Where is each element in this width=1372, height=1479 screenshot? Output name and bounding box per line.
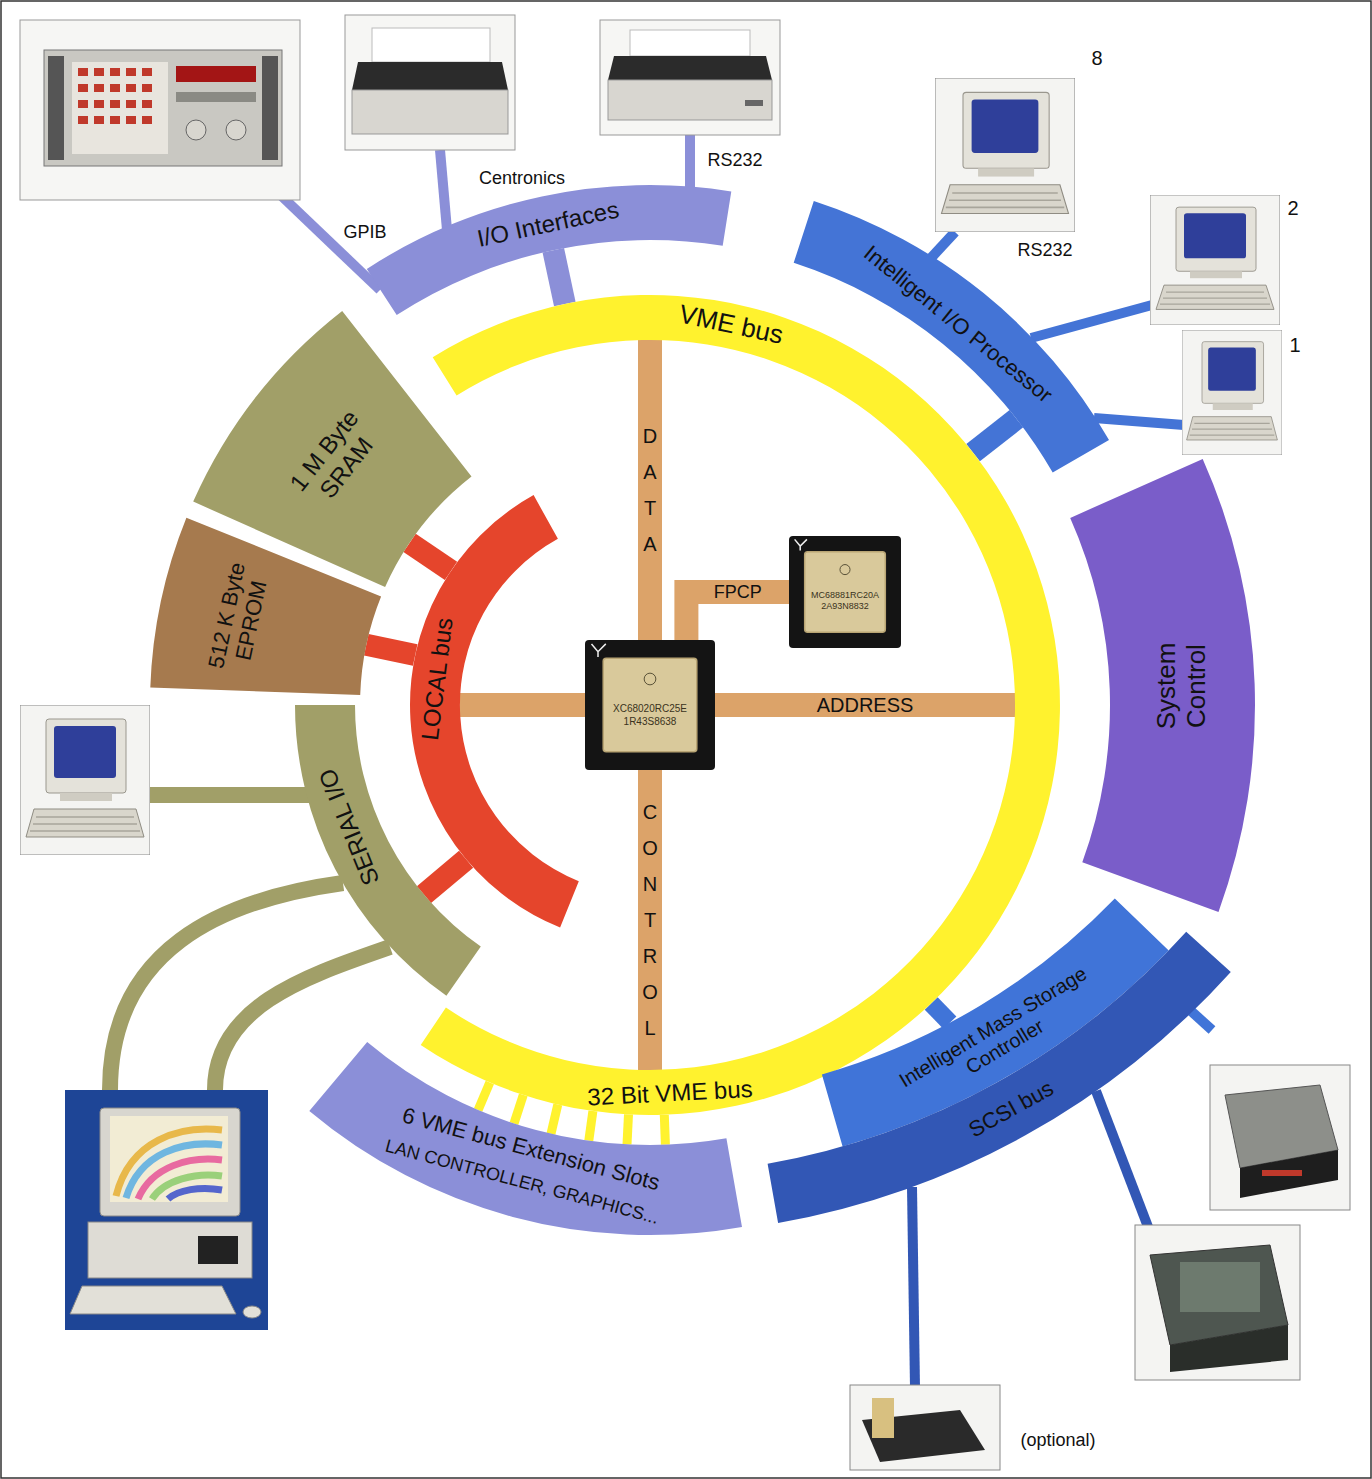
band-fill (410, 495, 579, 927)
fpcp-chip: MC68881RC20A 2A93N8832 (789, 536, 901, 648)
band-shape (293, 703, 483, 998)
data-bus (638, 340, 662, 640)
callout-number: 1 (1289, 334, 1300, 357)
block-label: System Control (1152, 626, 1212, 746)
band-fill (768, 932, 1231, 1223)
eprom-block: 512 K Byte EPROM (148, 515, 384, 697)
interface-name: Centronics (479, 168, 565, 189)
callout-number: 2 (1287, 197, 1298, 220)
bus-label: ADDRESS (815, 694, 916, 717)
serial-stub (424, 859, 466, 894)
serial-io-band: SERIAL I/O (293, 703, 483, 998)
slot-stub (589, 1111, 593, 1141)
mass-storage-stub (931, 1003, 950, 1022)
floppy-drive (1210, 1065, 1350, 1210)
note-text: (optional) (1020, 1430, 1095, 1451)
bus-label: CONTROL (640, 792, 660, 1048)
system-control-block: System Control (1068, 456, 1257, 914)
maker-logo (840, 565, 850, 575)
band-shape (418, 293, 1062, 1117)
bus-label: FPCP (712, 582, 764, 603)
local-link (460, 693, 585, 717)
slot-stub (627, 1114, 629, 1144)
pin-one-mark (795, 539, 807, 550)
workstation (65, 1090, 268, 1330)
scsi-bus-band: SCSI bus (765, 929, 1233, 1225)
slot-stub (478, 1082, 490, 1110)
hard-disk-drive (1135, 1225, 1300, 1380)
io-processor-stub (973, 419, 1016, 453)
band-fill (309, 1042, 742, 1235)
cpu-chip: XC68020RC25E 1R43S8638 (585, 640, 715, 770)
callout-number: 8 (1091, 47, 1102, 70)
interface-name: RS232 (707, 150, 762, 171)
interface-name: GPIB (343, 222, 386, 243)
address-bus (715, 693, 1015, 717)
slot-stub (664, 1115, 665, 1145)
extension-slots-band: 6 VME bus Extension SlotsLAN CONTROLLER,… (307, 1040, 745, 1237)
maker-logo (644, 673, 656, 685)
pin-one-mark (592, 644, 606, 657)
interface-stub (553, 250, 565, 304)
chip-body (585, 640, 715, 770)
printer-centronics (345, 15, 515, 150)
band-fill (421, 295, 1060, 1115)
slot-stub (551, 1105, 558, 1134)
interface-name: RS232 (1017, 240, 1072, 261)
band-fill (150, 518, 381, 695)
band-fill (1070, 459, 1255, 912)
test-instrument (20, 20, 300, 200)
slot-stub (514, 1095, 523, 1124)
chip-lid (805, 552, 886, 633)
chip-marking: MC68881RC20A 2A93N8832 (808, 590, 882, 613)
eprom-stub (366, 645, 415, 655)
band-shape (765, 929, 1233, 1225)
local-bus-arc: LOCAL bus (408, 493, 581, 930)
chip-marking: XC68020RC25E 1R43S8638 (608, 703, 692, 728)
printer-rs232 (600, 20, 780, 135)
chip-body (789, 536, 901, 648)
bus-label: DATA (640, 416, 660, 564)
sram-stub (410, 543, 451, 571)
optional-drive (850, 1385, 1000, 1470)
vme-bus-ring: VME bus32 Bit VME bus (418, 293, 1062, 1117)
chip-lid (603, 658, 697, 752)
control-bus (638, 770, 662, 1070)
band-fill (295, 705, 481, 996)
band-fill (367, 185, 732, 315)
